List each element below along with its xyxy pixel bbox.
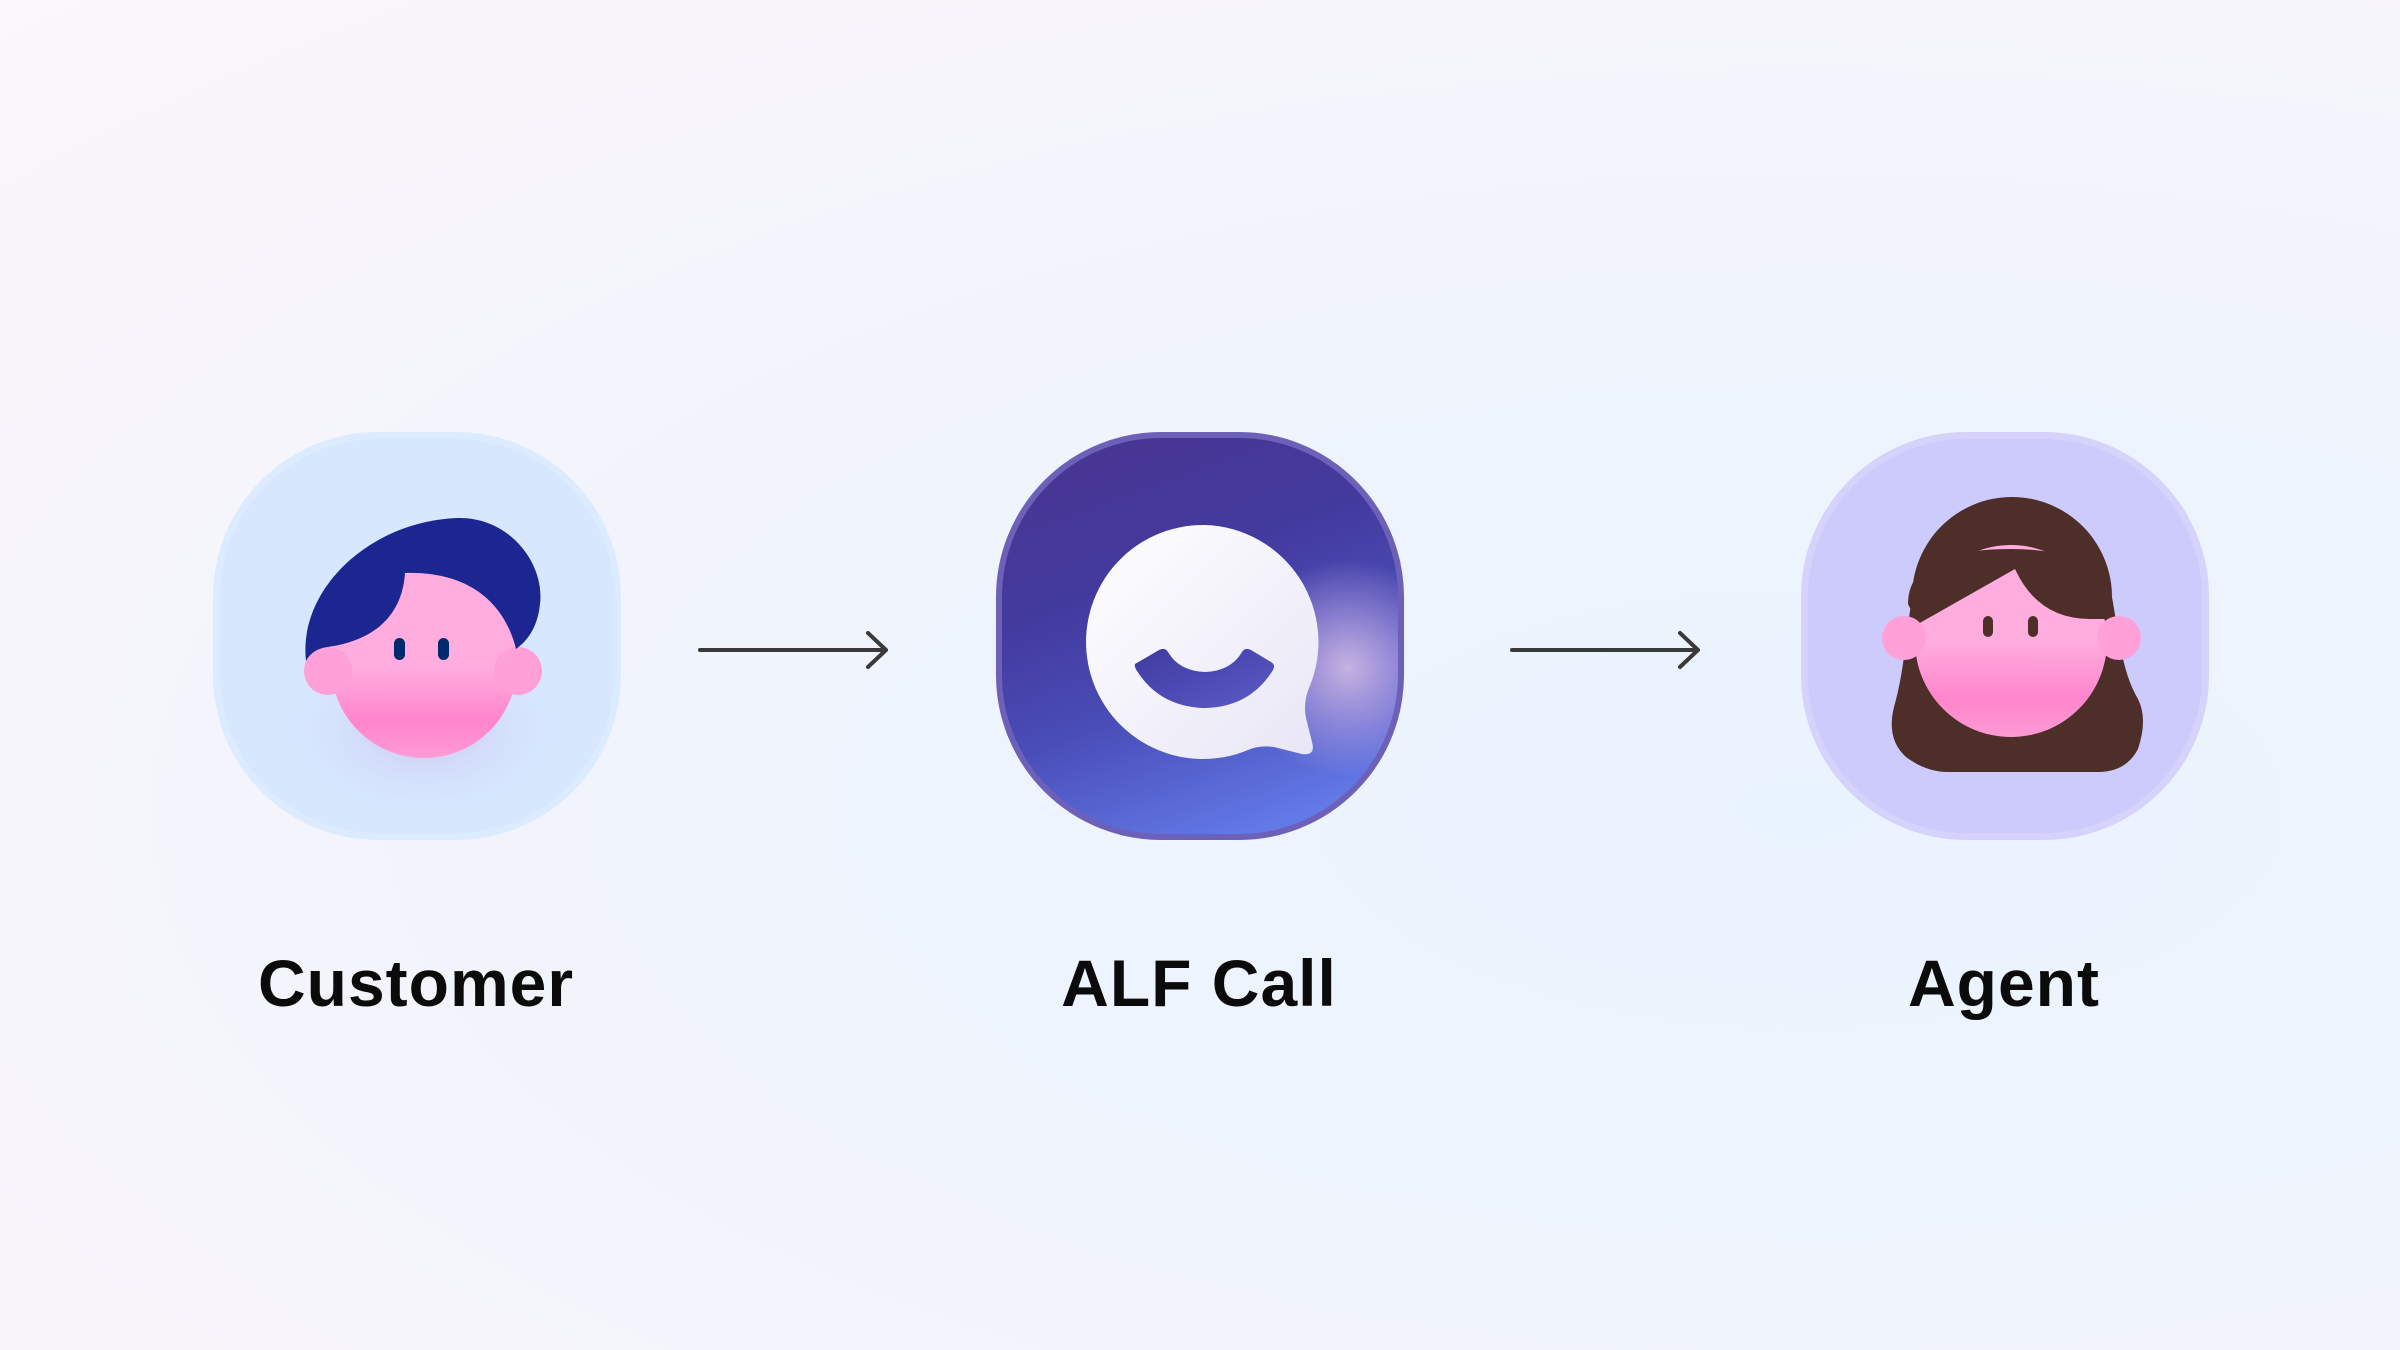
customer-avatar-icon [284,517,564,819]
alf-call-label: ALF Call [1061,946,1337,1020]
agent-avatar-icon [1882,497,2143,772]
customer-label: Customer [257,946,575,1020]
customer-node [213,432,621,840]
agent-label: Agent [1908,946,2100,1020]
arrow-right-icon [1510,631,1700,669]
alf-call-node [996,432,1404,840]
arrow-right-icon [698,631,888,669]
alf-chat-bubble-icon [1086,524,1319,759]
agent-node [1801,432,2209,840]
